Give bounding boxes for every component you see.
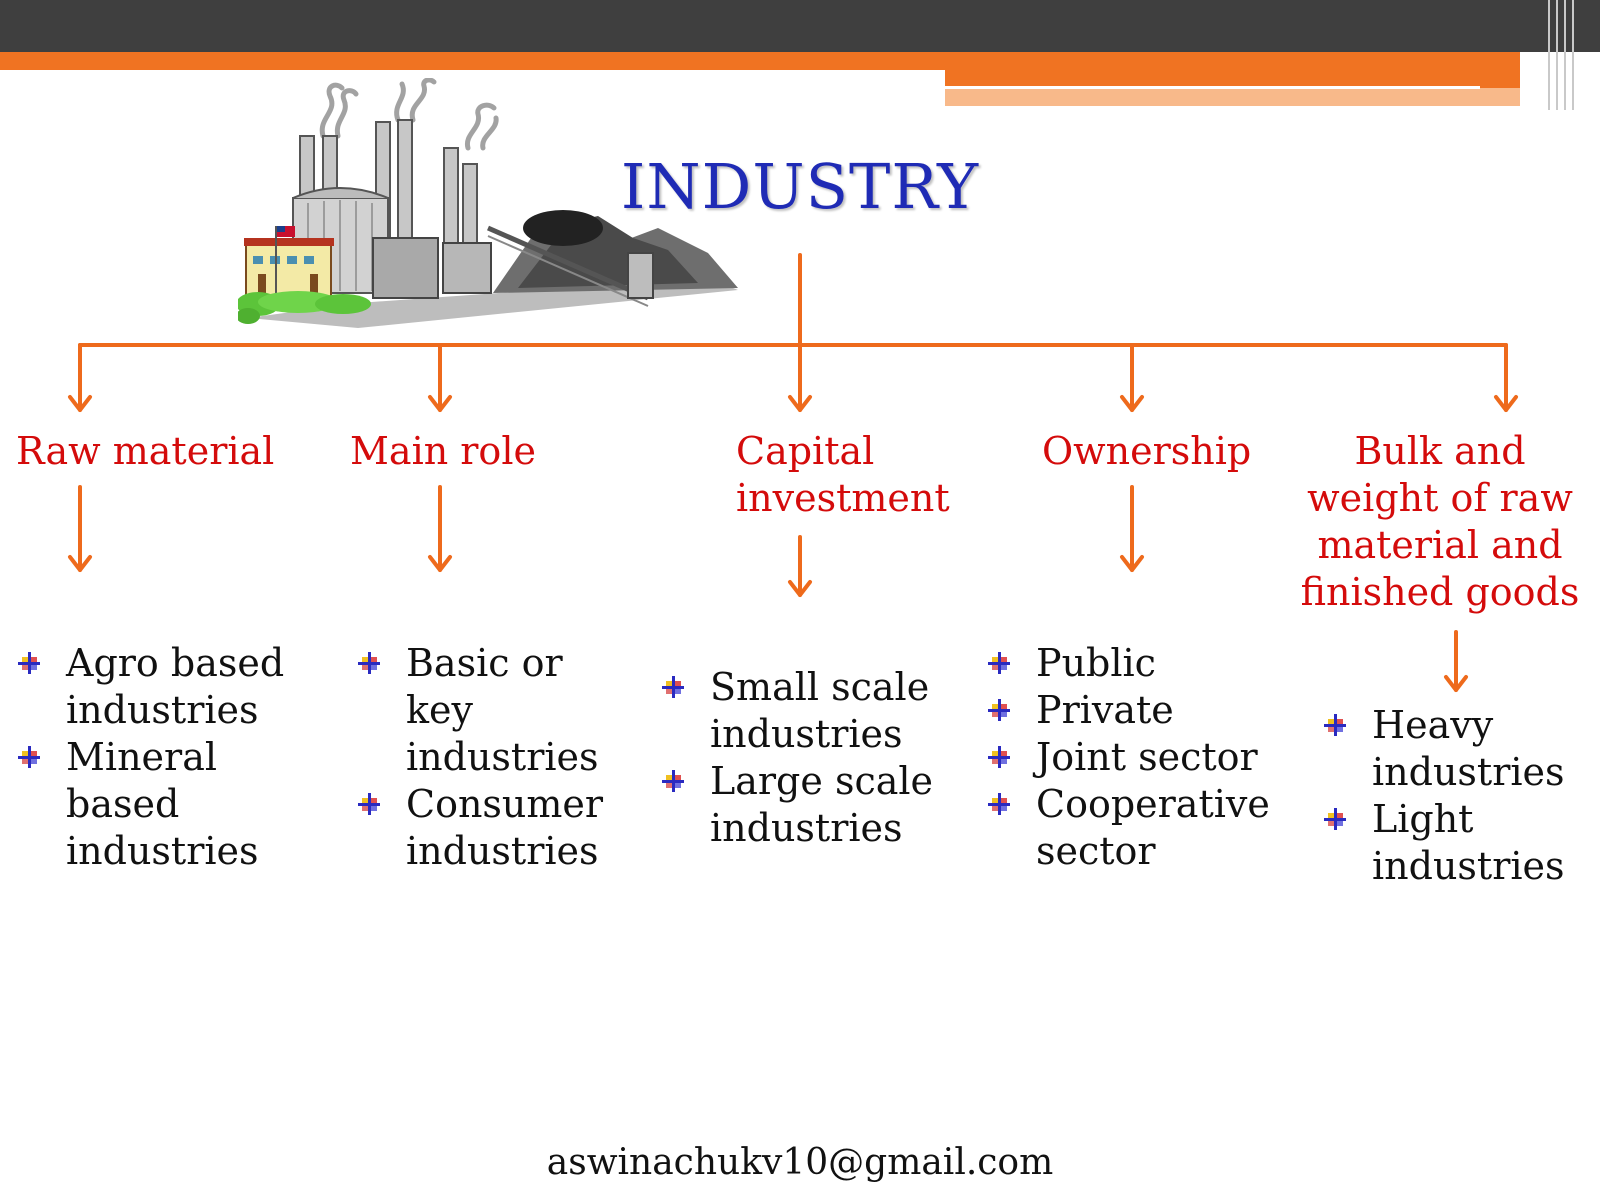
arrow-down-icon	[788, 395, 812, 412]
list-item: Small scale industries	[660, 664, 950, 758]
arrow-down-icon	[428, 555, 452, 572]
category-capital-investment: Capital investment	[736, 429, 950, 520]
list-item: Mineral based industries	[16, 734, 316, 875]
header-divider-line	[230, 70, 770, 75]
list-item-text: Consumer industries	[406, 782, 604, 873]
list-item: Private	[986, 687, 1286, 734]
bullet-star-icon	[18, 746, 40, 768]
bullet-star-icon	[662, 676, 684, 698]
list-item-text: Agro based industries	[66, 641, 285, 732]
category-bulk-weight: Bulk and weight of raw material and fini…	[1300, 429, 1580, 614]
list-item-text: Large scale industries	[710, 759, 934, 850]
list-item-text: Small scale industries	[710, 665, 930, 756]
category-main-role: Main role	[350, 429, 536, 473]
list-item: Basic or key industries	[356, 640, 626, 781]
bullet-star-icon	[988, 793, 1010, 815]
bullet-star-icon	[988, 652, 1010, 674]
list-bulk-weight: Heavy industries Light industries	[1322, 702, 1592, 890]
list-item-text: Public	[1036, 641, 1156, 685]
list-item: Cooperative sector	[986, 781, 1286, 875]
factory-icon	[238, 78, 738, 328]
list-raw-material: Agro based industries Mineral based indu…	[16, 640, 316, 875]
list-item-text: Joint sector	[1036, 735, 1258, 779]
arrow-down-icon	[1444, 675, 1468, 692]
edge-strip	[1548, 0, 1550, 110]
list-item-text: Private	[1036, 688, 1174, 732]
list-item: Large scale industries	[660, 758, 950, 852]
header-bar	[0, 0, 1600, 52]
list-item: Light industries	[1322, 796, 1592, 890]
bullet-star-icon	[988, 746, 1010, 768]
bullet-star-icon	[18, 652, 40, 674]
bullet-star-icon	[1324, 808, 1346, 830]
footer-email: aswinachukv10@gmail.com	[546, 1142, 1054, 1183]
arrow-down-icon	[1120, 555, 1144, 572]
arrow-down-icon	[788, 580, 812, 597]
bullet-star-icon	[358, 652, 380, 674]
list-item-text: Cooperative sector	[1036, 782, 1270, 873]
bullet-star-icon	[988, 699, 1010, 721]
arrow-down-icon	[1494, 395, 1518, 412]
header-divider-line	[945, 86, 1480, 89]
arrow-down-icon	[68, 395, 92, 412]
list-item: Consumer industries	[356, 781, 626, 875]
bullet-star-icon	[662, 770, 684, 792]
page-title: INDUSTRY	[620, 150, 980, 223]
arrow-down-icon	[68, 555, 92, 572]
category-raw-material: Raw material	[16, 429, 275, 473]
list-main-role: Basic or key industries Consumer industr…	[356, 640, 626, 875]
list-item-text: Basic or key industries	[406, 641, 599, 779]
list-ownership: Public Private Joint sector Cooperative …	[986, 640, 1286, 875]
list-item-text: Heavy industries	[1372, 703, 1565, 794]
list-item: Joint sector	[986, 734, 1286, 781]
edge-strip	[1572, 0, 1574, 110]
edge-strip	[1556, 0, 1558, 110]
arrow-down-icon	[1120, 395, 1144, 412]
bullet-star-icon	[1324, 714, 1346, 736]
header-accent-band-right	[945, 70, 1520, 88]
bullet-star-icon	[358, 793, 380, 815]
list-capital-investment: Small scale industries Large scale indus…	[660, 664, 950, 852]
list-item-text: Light industries	[1372, 797, 1565, 888]
header-pale-band	[945, 88, 1520, 106]
list-item-text: Mineral based industries	[66, 735, 259, 873]
edge-strip	[1564, 0, 1566, 110]
arrow-down-icon	[428, 395, 452, 412]
category-ownership: Ownership	[1042, 429, 1252, 473]
list-item: Heavy industries	[1322, 702, 1592, 796]
list-item: Public	[986, 640, 1286, 687]
list-item: Agro based industries	[16, 640, 316, 734]
header-accent-band	[0, 52, 1520, 70]
